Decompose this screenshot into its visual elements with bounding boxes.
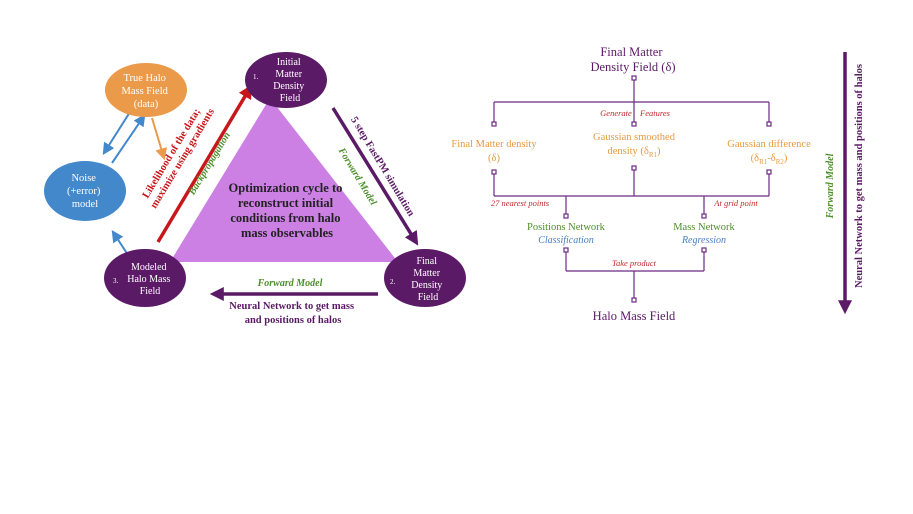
- node-true-halo: True Halo Mass Field (data): [105, 63, 187, 117]
- svg-text:Regression: Regression: [681, 235, 726, 246]
- svg-text:(δR1-δR2): (δR1-δR2): [751, 153, 788, 166]
- label-generate: Generate: [600, 108, 632, 118]
- label-features: Features: [639, 108, 671, 118]
- network-diagram: Final Matter Density Field (δ) Generate …: [451, 45, 865, 323]
- svg-text:1.: 1.: [253, 73, 259, 81]
- label-forward-model-bottom: Forward Model: [257, 278, 323, 289]
- svg-text:Modeled Halo Mass: Modeled Halo Mass Field: [127, 262, 173, 297]
- svg-text:Gaussian difference: Gaussian difference: [727, 139, 811, 150]
- feature-gaussian-smoothed: Gaussian smoothed density (δR1): [593, 132, 676, 159]
- svg-text:Mass Network: Mass Network: [673, 222, 735, 233]
- arrow-fastpm-simulation: [331, 107, 419, 246]
- svg-text:(δ): (δ): [488, 153, 500, 164]
- svg-text:Initial Matter: Initial Matter Density Field: [273, 57, 307, 104]
- svg-text:density (δR1): density (δR1): [607, 146, 661, 159]
- side-label-neural-network: Neural Network to get mass and positions…: [854, 64, 865, 288]
- node-noise-model: Noise (+error) model: [44, 161, 126, 221]
- node-initial-density: 1. Initial Matter Density Field: [245, 52, 327, 108]
- label-likelihood: Likelihood of the data; maximize using g…: [138, 101, 217, 211]
- svg-text:2.: 2.: [390, 278, 396, 286]
- output-halo-mass-field: Halo Mass Field: [593, 309, 676, 323]
- feature-gaussian-difference: Gaussian difference (δR1-δR2): [727, 139, 811, 166]
- side-label-forward-model: Forward Model: [825, 153, 836, 219]
- svg-text:Noise (+error): Noise (+error) model: [67, 173, 103, 210]
- network-title: Final Matter Density Field (δ): [590, 45, 675, 74]
- svg-text:Positions Network: Positions Network: [527, 222, 606, 233]
- optimization-triangle: [170, 98, 398, 262]
- label-take-product: Take product: [612, 258, 657, 268]
- svg-text:True Halo Mass Field: True Halo Mass Field (data): [121, 73, 170, 110]
- optimization-cycle: Optimization cycle to reconstruct initia…: [44, 52, 466, 326]
- arrow-true-halo-to-noise: [102, 111, 131, 156]
- positions-network: Positions Network Classification: [527, 222, 606, 246]
- svg-text:3.: 3.: [113, 277, 119, 285]
- label-grid-point: At grid point: [713, 198, 758, 208]
- arrow-true-halo-to-triangle: [151, 117, 167, 161]
- mass-network: Mass Network Regression: [673, 222, 735, 246]
- arrow-backpropagation: [156, 84, 253, 243]
- svg-text:Final Matter D: Final Matter Density Field: [411, 256, 445, 303]
- svg-text:Classification: Classification: [538, 235, 594, 246]
- node-final-density: 2. Final Matter Density Field: [384, 249, 466, 307]
- arrow-noise-to-true-halo: [111, 114, 146, 164]
- label-nn-bottom: Neural Network to get mass and positions…: [229, 301, 356, 326]
- svg-text:Gaussian smoothed: Gaussian smoothed: [593, 132, 676, 143]
- triangle-center-text: Optimization cycle to reconstruct initia…: [229, 181, 346, 240]
- node-modeled-halo: 3. Modeled Halo Mass Field: [104, 249, 186, 307]
- feature-final-density: Final Matter density (δ): [451, 139, 537, 164]
- merge-tree: [491, 165, 772, 219]
- product-tree: [563, 247, 707, 303]
- svg-text:Final Matter density: Final Matter density: [451, 139, 537, 150]
- label-nearest-points: 27 nearest points: [491, 198, 550, 208]
- generate-tree: [491, 75, 772, 127]
